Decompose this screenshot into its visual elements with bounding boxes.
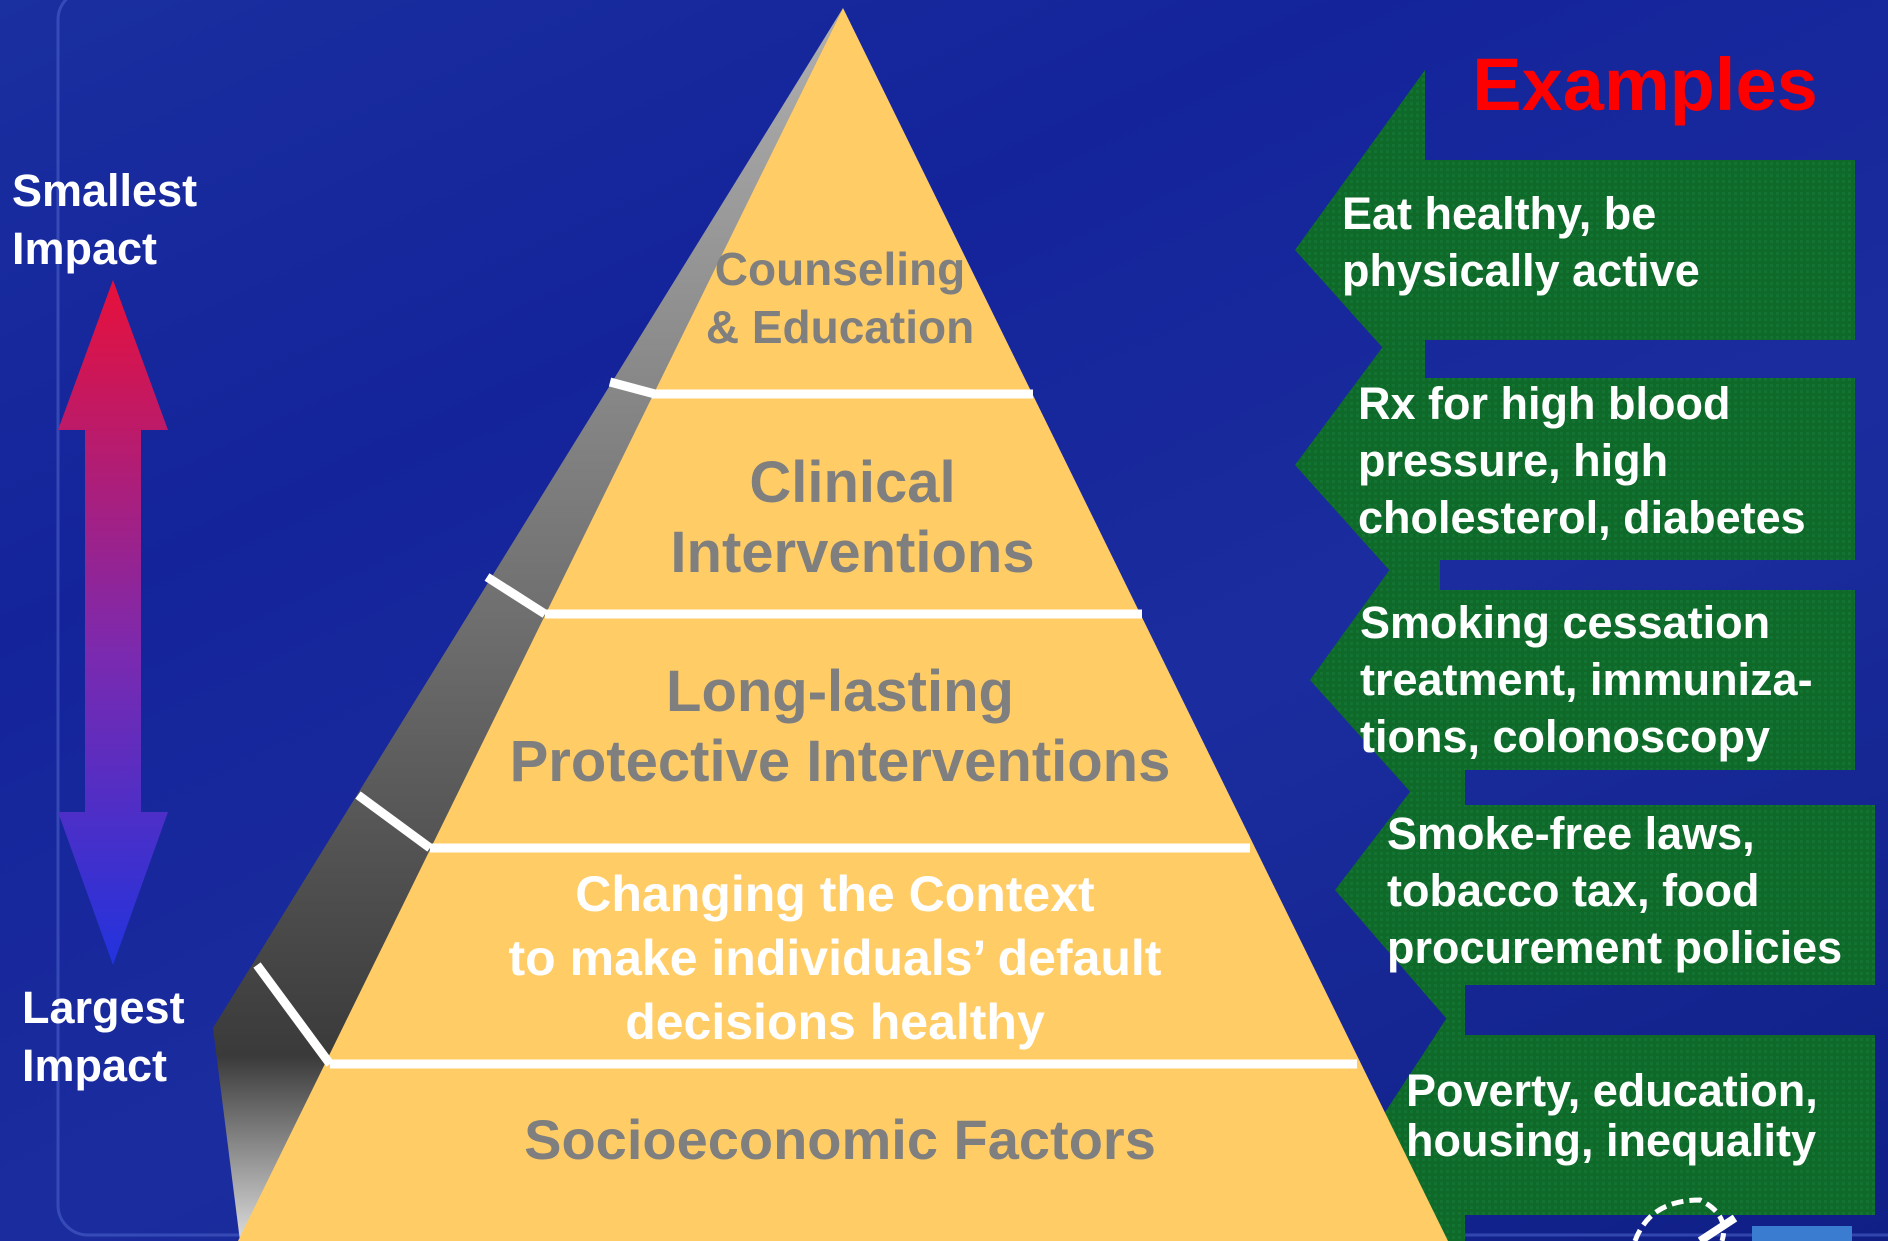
examples-title: Examples — [1472, 43, 1818, 126]
example-protective: Smoking cessation treatment, immuniza- t… — [1360, 597, 1813, 762]
tier-socioeconomic-factors: Socioeconomic Factors — [524, 1108, 1156, 1171]
tier-changing-context: Changing the Context to make individuals… — [508, 866, 1162, 1050]
tier-dividers — [253, 377, 1357, 1069]
tier-counseling-education: Counseling & Education — [705, 243, 975, 353]
smallest-impact-label: Smallest Impact — [12, 165, 198, 274]
example-arrow-5 — [1380, 990, 1875, 1241]
example-arrow-1 — [1295, 70, 1855, 395]
largest-impact-label: Largest Impact — [22, 982, 185, 1091]
example-context: Smoke-free laws, tobacco tax, food procu… — [1387, 808, 1843, 973]
impact-double-arrow — [58, 280, 168, 965]
example-clinical: Rx for high blood pressure, high cholest… — [1358, 378, 1806, 543]
example-arrow-4 — [1335, 720, 1875, 1040]
example-socioeconomic: Poverty, education, housing, inequality — [1406, 1065, 1818, 1166]
pyramid-face — [238, 8, 1448, 1241]
tier-long-lasting-protective: Long-lasting Protective Interventions — [509, 659, 1171, 794]
agency-logo-icon — [1632, 1197, 1852, 1241]
pyramid-side-shadow — [213, 8, 843, 1241]
example-counseling: Eat healthy, be physically active — [1342, 188, 1700, 296]
tier-clinical-interventions: Clinical Interventions — [670, 450, 1035, 585]
example-arrow-3 — [1310, 500, 1855, 825]
